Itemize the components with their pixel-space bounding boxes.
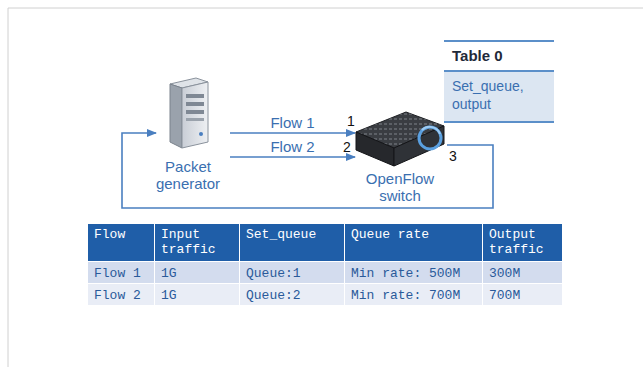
table-cell: Min rate: 700M	[345, 284, 483, 306]
node-label: OpenFlow switch	[353, 170, 447, 204]
server-icon	[166, 76, 210, 150]
table-cell: Flow 1	[88, 262, 155, 284]
port-number: 2	[343, 139, 351, 155]
switch-icon	[354, 108, 446, 170]
flow-arrow	[230, 132, 355, 134]
table-header-cell: Flow	[88, 224, 155, 262]
table-cell: Queue:2	[240, 284, 345, 306]
table-action: Set_queue, output	[444, 72, 554, 121]
flow-arrow	[230, 156, 355, 158]
port-number: 1	[347, 113, 355, 129]
packet-generator: Packet generator	[138, 74, 238, 200]
frame-line	[8, 8, 643, 367]
table-cell: 300M	[483, 262, 563, 284]
table-header-cell: Input traffic	[155, 224, 240, 262]
flow-table-box: Table 0Set_queue, output	[444, 40, 554, 123]
table-header-cell: Output traffic	[483, 224, 563, 262]
table-title: Table 0	[444, 42, 554, 72]
table-cell: Flow 2	[88, 284, 155, 306]
table-header-cell: Set_queue	[240, 224, 345, 262]
port-number: 3	[449, 148, 457, 164]
openflow-switch: OpenFlow switch	[353, 108, 447, 206]
table-cell: 1G	[155, 262, 240, 284]
table-cell: 1G	[155, 284, 240, 306]
flow-label: Flow 2	[268, 138, 316, 155]
icon-holder	[166, 76, 210, 154]
table-cell: 700M	[483, 284, 563, 306]
table-cell: Queue:1	[240, 262, 345, 284]
table-header-cell: Queue rate	[345, 224, 483, 262]
flow-label: Flow 1	[268, 114, 316, 131]
icon-holder	[354, 108, 446, 174]
table-cell: Min rate: 500M	[345, 262, 483, 284]
node-label: Packet generator	[138, 158, 238, 192]
